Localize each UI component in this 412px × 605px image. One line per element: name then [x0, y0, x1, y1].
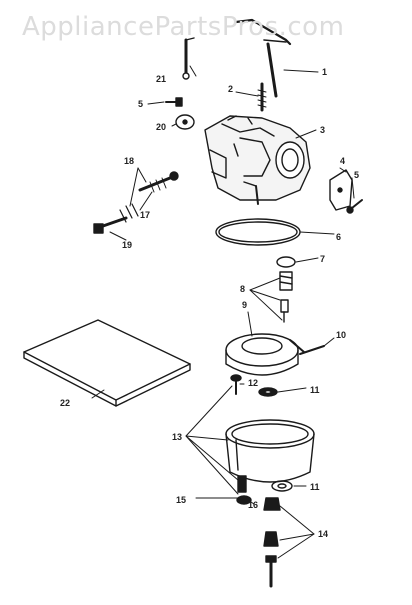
callout-labels: 21 1 2 5 20 3 4 5 18 17 19 6 7 8 9 10 12… [60, 67, 359, 539]
callout-3: 3 [320, 125, 325, 135]
callout-6: 6 [336, 232, 341, 242]
part-3-carburetor-body [204, 115, 311, 205]
callout-15: 15 [176, 495, 186, 505]
part-20-plate [175, 114, 195, 130]
part-2-spring [257, 82, 267, 112]
callout-22: 22 [60, 398, 70, 408]
part-11-washer-upper [258, 387, 278, 397]
watermark: AppliancePartsPros.com [22, 12, 345, 42]
part-10-hinge-pin [299, 345, 325, 355]
part-5-screw-top [165, 97, 183, 107]
callout-11-lower: 11 [310, 482, 320, 492]
callout-14: 14 [318, 529, 328, 539]
part-4-bracket [329, 169, 353, 211]
callout-7: 7 [320, 254, 325, 264]
part-13-float-bowl [225, 419, 315, 483]
part-6-gasket [215, 218, 301, 246]
leader-lines [91, 65, 355, 559]
callout-20: 20 [156, 122, 166, 132]
callout-9: 9 [242, 300, 247, 310]
part-21-throttle-link [182, 37, 195, 80]
part-15-washer [236, 495, 252, 505]
callout-12: 12 [248, 378, 258, 388]
callout-21: 21 [156, 74, 166, 84]
callout-17: 17 [140, 210, 150, 220]
callout-2: 2 [228, 84, 233, 94]
part-14-needle-assembly [263, 497, 281, 588]
callout-5-right: 5 [354, 170, 359, 180]
callout-4: 4 [340, 156, 345, 166]
part-22-filter-pad [23, 319, 191, 407]
callout-18: 18 [124, 156, 134, 166]
part-5-screw-right [346, 199, 363, 214]
callout-11-upper: 11 [310, 385, 320, 395]
part-17-idle-screw [138, 171, 179, 193]
callout-1: 1 [322, 67, 327, 77]
callout-8: 8 [240, 284, 245, 294]
callout-10: 10 [336, 330, 346, 340]
part-1-choke-link [234, 18, 292, 98]
part-7-washer [276, 256, 296, 268]
callout-5-top: 5 [138, 99, 143, 109]
callout-16: 16 [248, 500, 258, 510]
part-12-screw [230, 374, 242, 395]
part-16-drain-screw [237, 475, 247, 493]
part-8-needle-seat [279, 271, 293, 323]
callout-13: 13 [172, 432, 182, 442]
part-19-mixture-screw [93, 203, 139, 234]
callout-19: 19 [122, 240, 132, 250]
part-9-float [225, 333, 305, 376]
